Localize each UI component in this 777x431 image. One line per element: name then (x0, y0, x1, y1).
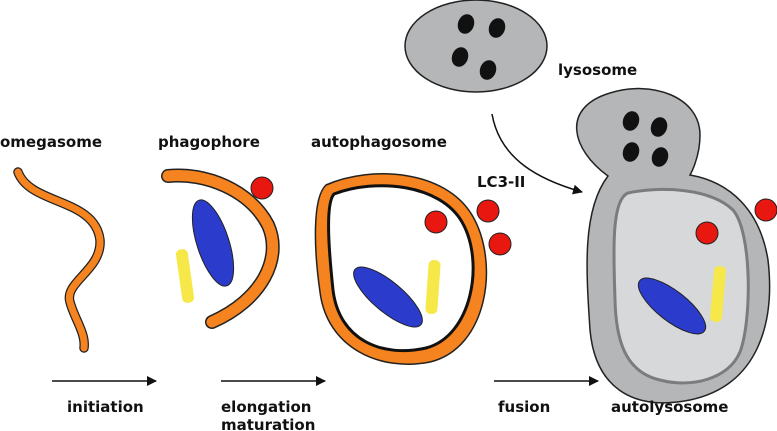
lysosome-content (451, 14, 506, 80)
phagophore-label: phagophore (158, 133, 260, 151)
phagophore-membrane (161, 168, 280, 329)
autophagosome-label: autophagosome (311, 133, 447, 151)
autolysosome-cargo-blue (637, 277, 707, 335)
phagophore-lc3 (250, 176, 274, 200)
initiation-label: initiation (67, 398, 144, 416)
autophagosome-cargo-yellow (425, 259, 441, 315)
autolysosome-label: autolysosome (611, 398, 728, 416)
fusion-label: fusion (498, 398, 550, 416)
autolysosome-lc3 (754, 198, 777, 222)
maturation-label: maturation (221, 416, 315, 431)
lysosome-label: lysosome (558, 61, 637, 79)
autolysosome-lc3 (695, 221, 719, 245)
lysosome-body (404, 0, 548, 93)
elongation-label: elongation (221, 398, 311, 416)
autophagosome-lc3 (476, 199, 500, 223)
autophagosome-lc3 (488, 232, 512, 256)
lysosome-fusion-arrow (491, 113, 583, 195)
autophagosome-cargo-blue (353, 266, 423, 328)
lc3-label: LC3-II (477, 173, 525, 191)
autophagosome-membrane (314, 173, 488, 365)
phagophore-cargo-yellow (175, 249, 195, 303)
autolysosome-lumen (612, 187, 750, 385)
autophagosome-lc3 (424, 210, 448, 234)
phagophore-cargo-blue (191, 199, 235, 287)
omegasome-membrane (13, 167, 105, 353)
omegasome-label: omegasome (0, 133, 102, 151)
autolysosome-cargo-yellow (709, 266, 727, 322)
autolysosome-content (622, 111, 669, 167)
